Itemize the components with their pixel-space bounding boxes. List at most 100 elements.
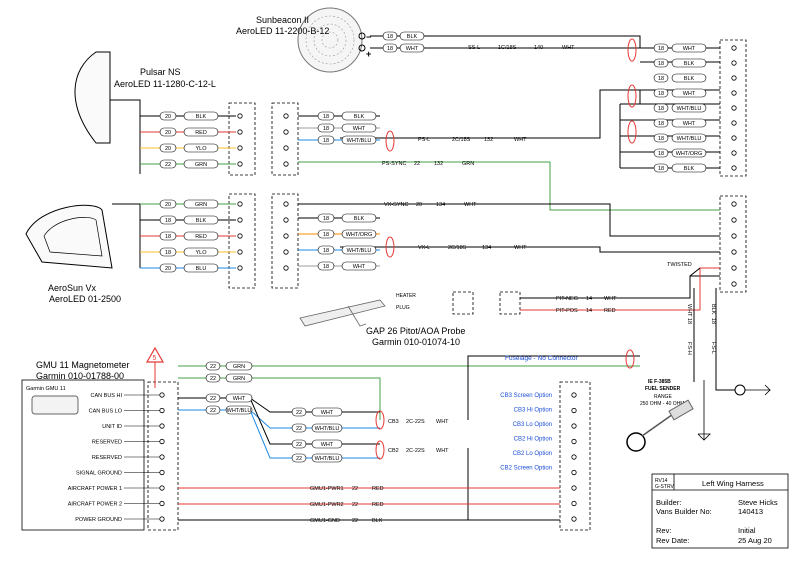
fsh-gauge: 18 [686, 318, 692, 324]
wire-label-box [205, 393, 221, 403]
wire-label-box [159, 143, 177, 153]
fuel-line3: RANGE [654, 394, 672, 400]
connector-pin [237, 265, 243, 271]
rev-value: Initial [738, 526, 756, 535]
wire-label-box [341, 123, 377, 133]
connector-pin [283, 145, 289, 151]
wire-label-box [183, 159, 219, 169]
psl-len: 132 [484, 137, 493, 143]
date-label: Rev Date: [656, 536, 689, 545]
vxsync-name: VX-SYNC [384, 202, 408, 208]
wire-label-text: WHT/ORG [676, 151, 703, 157]
connector-pin [159, 469, 165, 476]
wire-label-text: WHT [321, 410, 334, 416]
wire-label-text: BLK [196, 114, 207, 120]
gnd-name: GMU1-GND [310, 518, 340, 524]
wire-label-text: 18 [323, 232, 329, 238]
wire-label-box [341, 111, 377, 121]
wire-label-box [317, 245, 335, 255]
sunbeacon-name: Sunbeacon II [256, 15, 309, 25]
wire-label-text: 18 [658, 121, 664, 127]
wire-label-text: 22 [210, 364, 216, 370]
wire-label-text: WHT [321, 442, 334, 448]
gap26-probe: GAP 26 Pitot/AOA Probe Garmin 010-01074-… [299, 293, 465, 347]
connector-pin [571, 485, 577, 491]
wire-label-box [225, 373, 253, 383]
wire-label-text: 22 [296, 442, 302, 448]
wire-label-text: RED [195, 234, 207, 240]
twisted-pair-marks [375, 38, 637, 460]
wire-label-box [382, 31, 398, 41]
wire-label-box [671, 148, 707, 158]
wire-label-box [159, 247, 177, 257]
builder-label: Builder: [656, 498, 681, 507]
vans-label: Vans Builder No: [656, 507, 712, 516]
wire-label-box [671, 43, 707, 53]
wire-label-box [183, 199, 219, 209]
connector-pin [731, 165, 737, 171]
wire-label-text: BLK [684, 61, 695, 67]
connector-pin [731, 150, 737, 156]
wire-label-text: GRN [233, 376, 245, 382]
wire-label-box [291, 453, 307, 463]
pwr2-name: GMU1-PWR2 [310, 502, 344, 508]
wire-label-text: 18 [658, 136, 664, 142]
connector-pin [159, 500, 165, 507]
wire-label-box [671, 133, 707, 143]
cb3-color: WHT [436, 419, 449, 425]
pulsar-name: Pulsar NS [140, 67, 181, 77]
fuselage-label: Fuselage - No Connector [505, 355, 578, 362]
minus-symbol: − [366, 32, 371, 42]
wire-label-box [225, 361, 253, 371]
connector-pin [159, 407, 165, 414]
connector-boxes [147, 39, 747, 531]
wire-label-text: YLO [195, 146, 207, 152]
connector-pin [237, 145, 243, 151]
gmu-pin-label: UNIT ID [102, 424, 122, 430]
wire-label-box [671, 58, 707, 68]
wire-label-text: 18 [658, 61, 664, 67]
wire-label-box [159, 263, 177, 273]
gap-conn-heater: HEATER [396, 293, 416, 299]
connector-pin [283, 265, 289, 271]
wire-label-text: 20 [165, 266, 171, 272]
wire-label-box [671, 103, 707, 113]
cb2-name: CB2 [388, 448, 399, 454]
wire-label-text: 18 [323, 216, 329, 222]
vxl-len: 134 [482, 245, 491, 251]
connector-pin [159, 516, 165, 522]
cb2-color: WHT [436, 448, 449, 454]
wire-label-text: WHT [233, 396, 246, 402]
ssl-len: 140 [534, 45, 543, 51]
connector-pin [731, 45, 737, 51]
builder-value: Steve Hicks [738, 498, 778, 507]
wire-label-text: 18 [387, 34, 393, 40]
fuel-line4: 250 OHM - 40 OHM [640, 401, 684, 407]
gmu-pin-label: RESERVED [92, 455, 122, 461]
connector-pin [571, 516, 577, 522]
wire-label-box [671, 73, 707, 83]
connector-pin [283, 201, 289, 207]
gap26-part: Garmin 010-01074-10 [372, 337, 460, 347]
model: G-STRV [655, 484, 674, 490]
warning-triangle-icon: 5 [145, 346, 165, 363]
wire-label-box [183, 263, 219, 273]
aerosun-name: AeroSun Vx [48, 283, 97, 293]
fsl-color: BLK [710, 304, 716, 315]
twisted-label: TWISTED [667, 262, 692, 268]
connector-pin [571, 500, 577, 507]
wire-label-text: WHT/BLU [347, 248, 372, 254]
connector-pin [571, 392, 577, 398]
psl-name: PS-L [418, 137, 430, 143]
wire-label-text: BLU [196, 266, 207, 272]
connector-pin [283, 233, 289, 239]
connector-pin [731, 135, 737, 141]
wire-label-box [653, 118, 669, 128]
gmu-pin-label: CAN BUS HI [91, 393, 123, 399]
vxl-color: WHT [514, 245, 527, 251]
connector-pin [237, 161, 243, 167]
wire-label-box [341, 261, 377, 271]
connector-pin [237, 201, 243, 207]
pssync-name: PS-SYNC [382, 161, 406, 167]
wire-label-text: WHT [683, 121, 696, 127]
